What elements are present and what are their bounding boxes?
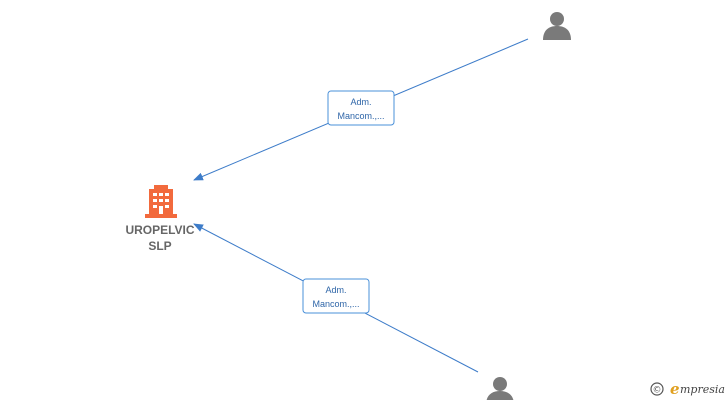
person-icon <box>486 377 514 400</box>
relation-label-1[interactable]: Adm. Mancom.,... <box>327 90 395 126</box>
relation-label-2-line1: Adm. <box>325 285 346 295</box>
copyright-icon <box>650 382 664 396</box>
copyright-symbol: © <box>653 386 662 396</box>
company-name-line2: SLP <box>148 239 171 253</box>
person-node-2[interactable] <box>486 377 514 400</box>
building-icon <box>145 185 177 218</box>
relation-label-2-line2: Mancom.,... <box>312 299 359 309</box>
company-name-line1: UROPELVIC <box>125 223 194 237</box>
company-node[interactable]: UROPELVIC SLP <box>125 185 195 253</box>
brand-name: mpresia <box>680 383 725 396</box>
person-icon <box>543 12 571 40</box>
brand-logo: © e mpresia <box>650 380 725 398</box>
relation-label-1-line1: Adm. <box>350 97 371 107</box>
relation-label-1-line2: Mancom.,... <box>337 111 384 121</box>
person-node-1[interactable] <box>543 12 571 40</box>
relation-label-2[interactable]: Adm. Mancom.,... <box>302 278 370 314</box>
brand-initial: e <box>670 380 680 398</box>
